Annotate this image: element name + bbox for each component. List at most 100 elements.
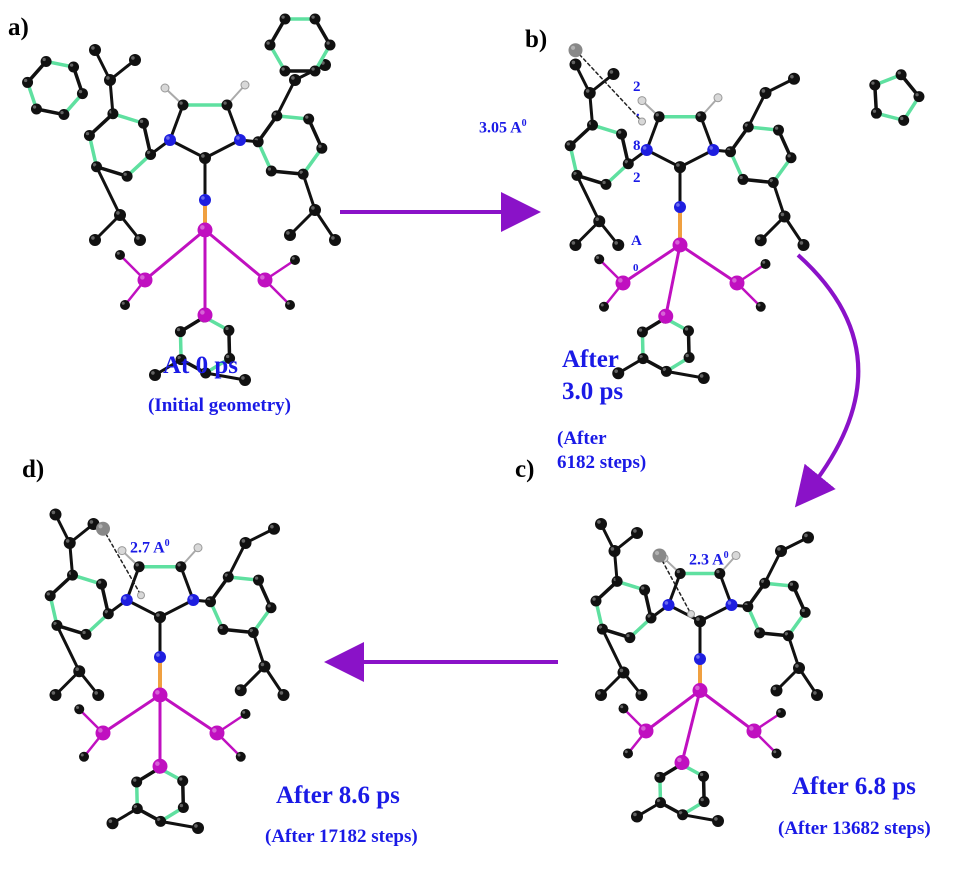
atom-highlight xyxy=(773,750,777,754)
hydrogen-atom xyxy=(160,83,170,93)
carbon-atom xyxy=(697,372,710,384)
atom-highlight xyxy=(609,70,614,74)
bond xyxy=(168,138,207,160)
atom-highlight xyxy=(626,634,630,638)
phosphorus-atom xyxy=(152,687,168,703)
carbon-atom xyxy=(265,165,277,177)
nitrogen-atom xyxy=(199,194,211,206)
caption-b-time-1: After xyxy=(562,346,619,373)
atom-highlight xyxy=(116,251,120,255)
carbon-atom xyxy=(737,173,749,185)
atom-highlight xyxy=(571,241,576,245)
atom-highlight xyxy=(286,301,290,305)
carbon-atom xyxy=(264,39,276,51)
atom-highlight xyxy=(279,691,284,695)
phosphorus-atom xyxy=(746,723,762,739)
carbon-atom xyxy=(22,76,34,88)
highlighted-atom xyxy=(96,521,110,536)
atom-highlight xyxy=(675,240,680,245)
atom-highlight xyxy=(566,142,570,146)
atom-highlight xyxy=(51,510,56,515)
bond xyxy=(698,689,756,733)
atom-highlight xyxy=(595,217,599,221)
caption-b-time-2: 3.0 ps xyxy=(562,378,624,405)
nitrogen-atom xyxy=(694,653,706,665)
atom-highlight xyxy=(80,753,84,757)
carbon-atom xyxy=(115,250,125,260)
bond xyxy=(158,598,195,619)
nitrogen-atom xyxy=(120,594,133,606)
atom-highlight xyxy=(685,353,689,358)
molecule-a xyxy=(83,44,341,386)
bond xyxy=(746,91,767,129)
phosphorus-atom xyxy=(615,275,631,291)
atom-highlight xyxy=(305,115,309,119)
carbon-atom xyxy=(239,537,252,549)
atom-highlight xyxy=(790,74,794,79)
atom-highlight xyxy=(610,547,615,551)
bond xyxy=(275,78,297,118)
carbon-atom xyxy=(58,109,70,121)
carbon-atom xyxy=(698,796,710,808)
atom-highlight xyxy=(53,621,57,626)
carbon-atom xyxy=(303,113,315,125)
carbon-atom xyxy=(624,632,636,644)
carbon-atom xyxy=(760,259,771,269)
atom-highlight xyxy=(617,130,622,134)
carbon-atom xyxy=(199,152,211,164)
carbon-atom xyxy=(776,708,786,718)
atom-highlight xyxy=(122,596,127,600)
distance-b-2-char-5: 0 xyxy=(633,262,639,274)
panel-label-a: a) xyxy=(8,14,29,41)
carbon-atom xyxy=(239,374,251,386)
carbon-atom xyxy=(593,215,606,228)
bond xyxy=(600,627,625,674)
highlighted-atom xyxy=(568,43,583,58)
bond xyxy=(95,165,122,217)
atom-highlight xyxy=(700,798,704,802)
atom-highlight xyxy=(219,625,223,630)
carbon-atom xyxy=(618,703,629,714)
carbon-atom xyxy=(80,628,92,640)
atom-highlight xyxy=(189,596,193,600)
atom-highlight xyxy=(179,777,183,781)
atom-highlight xyxy=(51,691,56,695)
carbon-atom xyxy=(49,508,62,521)
atom-highlight xyxy=(194,824,198,828)
atom-highlight xyxy=(97,580,102,584)
carbon-atom xyxy=(612,239,625,251)
atom-highlight xyxy=(65,539,70,543)
atom-highlight xyxy=(94,691,98,695)
carbon-atom xyxy=(797,239,810,251)
distance-b-2-char-4: A xyxy=(631,233,642,249)
atom-highlight xyxy=(267,167,272,171)
atom-highlight xyxy=(749,726,754,731)
atom-highlight xyxy=(326,41,330,45)
bond xyxy=(159,819,200,830)
atom-highlight xyxy=(787,154,791,158)
carbon-atom xyxy=(258,660,271,673)
hydrogen-atom xyxy=(713,93,723,103)
carbon-atom xyxy=(631,810,643,823)
atom-highlight xyxy=(89,520,94,524)
atom-highlight xyxy=(660,311,666,316)
atom-highlight xyxy=(777,547,781,551)
atom-highlight xyxy=(804,533,808,538)
atom-highlight xyxy=(602,180,606,185)
carbon-atom xyxy=(89,44,101,56)
distance-b-2-char-3: 2 xyxy=(633,170,641,186)
nitrogen-atom xyxy=(164,134,176,146)
atom-highlight xyxy=(714,817,718,821)
atom-highlight xyxy=(618,278,623,283)
atom-highlight xyxy=(69,63,74,67)
bond xyxy=(158,693,219,735)
hydrogen-atom xyxy=(193,543,203,553)
atom-highlight xyxy=(662,367,667,372)
atom-highlight xyxy=(157,817,161,822)
atom-highlight xyxy=(614,369,618,373)
caption-a-time: At 0 ps xyxy=(163,352,239,379)
carbon-atom xyxy=(564,140,576,152)
atom-highlight xyxy=(697,113,701,117)
atom-highlight xyxy=(772,686,777,691)
